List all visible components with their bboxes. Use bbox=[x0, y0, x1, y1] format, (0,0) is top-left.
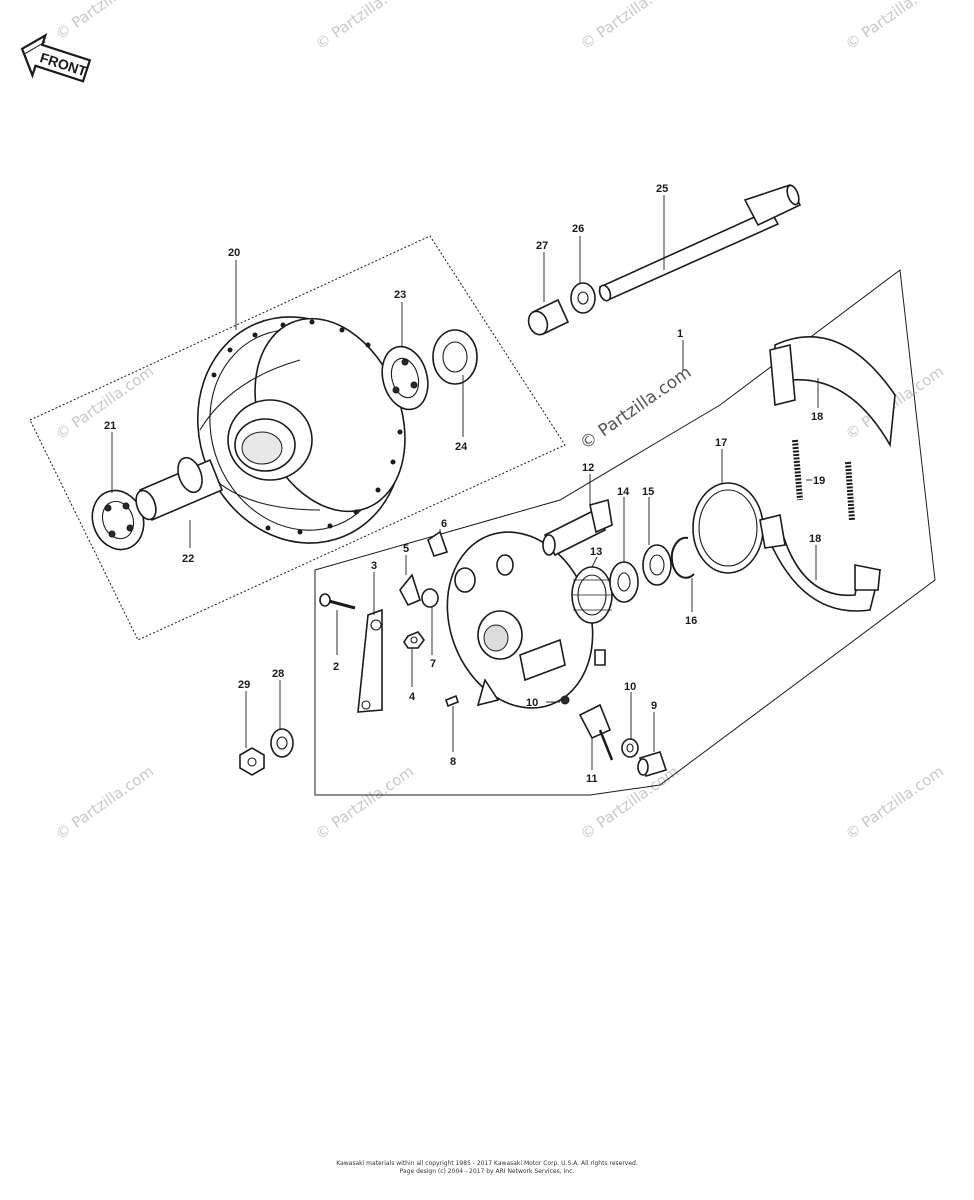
bearing-right bbox=[381, 345, 429, 411]
brake-panel-group-outline bbox=[314, 269, 936, 796]
watermark: © Partzilla.com bbox=[52, 762, 157, 843]
circlip bbox=[670, 536, 695, 579]
callout-11: 11 bbox=[586, 773, 598, 785]
callout-24: 24 bbox=[455, 441, 468, 453]
callout-3: 3 bbox=[371, 560, 377, 572]
callout-4: 4 bbox=[409, 691, 416, 703]
lever-nut bbox=[403, 631, 425, 649]
shoe-spring bbox=[792, 439, 855, 521]
watermark: © Partzilla.com bbox=[842, 762, 947, 843]
brake-cam bbox=[542, 498, 613, 557]
callout-27: 27 bbox=[536, 240, 548, 252]
callout-18b: 18 bbox=[809, 533, 821, 545]
wear-indicator bbox=[399, 573, 421, 607]
leader-lines bbox=[111, 195, 819, 770]
distance-collar bbox=[135, 456, 224, 522]
callout-19: 19 bbox=[813, 475, 825, 487]
oil-seal bbox=[432, 329, 478, 385]
copyright-footer: Kawasaki materials within all copyright … bbox=[336, 1160, 638, 1175]
callout-13: 13 bbox=[590, 546, 602, 558]
callout-10a: 10 bbox=[624, 681, 636, 693]
axle-nut bbox=[239, 747, 265, 776]
callout-29: 29 bbox=[238, 679, 250, 691]
gear-washer bbox=[609, 561, 639, 603]
front-arrow: FRONT bbox=[20, 32, 92, 83]
watermark: © Partzilla.com bbox=[577, 0, 682, 53]
speedometer-pinion bbox=[578, 703, 614, 761]
callout-9: 9 bbox=[651, 700, 657, 712]
copyright-line-2: Page design (c) 2004 - 2017 by ARI Netwo… bbox=[400, 1168, 575, 1175]
callout-26: 26 bbox=[572, 223, 584, 235]
watermark: © Partzilla.com bbox=[312, 762, 417, 843]
callout-22: 22 bbox=[182, 553, 194, 565]
watermark: © Partzilla.com bbox=[312, 0, 417, 53]
brake-panel bbox=[446, 531, 606, 709]
watermark: © Partzilla.com bbox=[842, 0, 947, 53]
callout-21: 21 bbox=[104, 420, 116, 432]
callout-25: 25 bbox=[656, 183, 668, 195]
axle-collar bbox=[527, 298, 570, 336]
cam-seal bbox=[427, 530, 449, 557]
callout-labels: 1 2 3 4 5 6 7 8 9 10 10 11 12 13 14 15 1… bbox=[104, 183, 825, 785]
callout-12: 12 bbox=[582, 462, 594, 474]
callout-18a: 18 bbox=[811, 411, 823, 423]
brake-shoe-lower bbox=[759, 514, 882, 612]
bolt bbox=[319, 593, 356, 610]
callout-16: 16 bbox=[685, 615, 697, 627]
callout-1: 1 bbox=[677, 328, 683, 340]
callout-23: 23 bbox=[394, 289, 406, 301]
axle-nut-washer bbox=[270, 728, 294, 758]
gear-seal bbox=[642, 544, 672, 586]
pin bbox=[445, 694, 459, 708]
callout-14: 14 bbox=[617, 486, 630, 498]
speedometer-gear bbox=[571, 566, 613, 624]
callout-2: 2 bbox=[333, 661, 339, 673]
callout-8: 8 bbox=[450, 756, 456, 768]
speedometer-bushing bbox=[637, 751, 668, 777]
cam-lever bbox=[357, 608, 383, 713]
brake-ring bbox=[692, 482, 764, 574]
copyright-line-1: Kawasaki materials within all copyright … bbox=[336, 1160, 638, 1167]
callout-6: 6 bbox=[441, 518, 447, 530]
callout-15: 15 bbox=[642, 486, 654, 498]
hub-group-outline bbox=[29, 235, 566, 641]
watermark-center: © Partzilla.com bbox=[576, 362, 695, 454]
callout-17: 17 bbox=[715, 437, 727, 449]
callout-5: 5 bbox=[403, 543, 409, 555]
brake-shoe-upper bbox=[769, 336, 896, 448]
callout-7: 7 bbox=[430, 658, 436, 670]
callout-20: 20 bbox=[228, 247, 240, 259]
axle bbox=[598, 184, 802, 302]
axle-washer bbox=[570, 282, 596, 314]
wheel-hub bbox=[196, 316, 406, 544]
washer-small bbox=[621, 738, 639, 758]
o-ring bbox=[421, 588, 439, 608]
callout-28: 28 bbox=[272, 668, 284, 680]
callout-10b: 10 bbox=[526, 697, 538, 709]
watermark: © Partzilla.com bbox=[52, 0, 157, 43]
